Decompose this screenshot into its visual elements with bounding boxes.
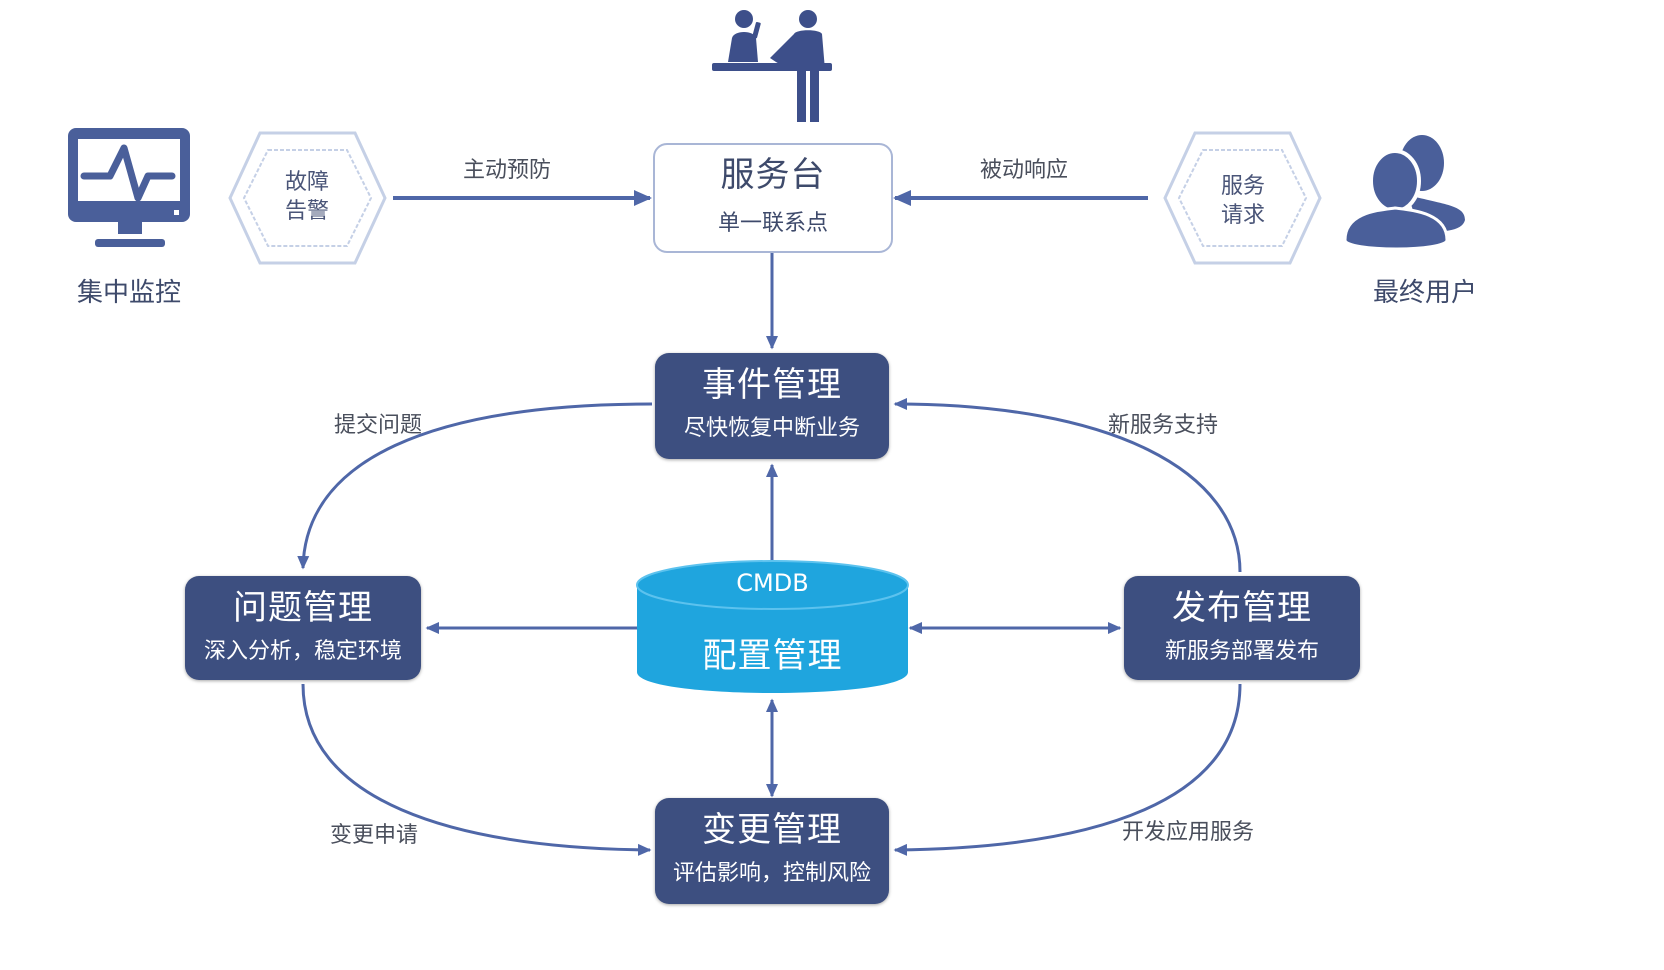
- left-hex-line2: 告警: [284, 199, 329, 224]
- problem-management-node[interactable]: 问题管理 深入分析，稳定环境: [185, 576, 421, 680]
- service-desk-node[interactable]: 服务台 单一联系点: [653, 143, 893, 253]
- curve-release-to-change: [893, 683, 1242, 856]
- service-desk-icon: [712, 10, 832, 122]
- right-hex-text: 服务 请求: [1198, 172, 1288, 230]
- problem-title: 问题管理: [233, 588, 373, 628]
- problem-subtitle: 深入分析，稳定环境: [203, 639, 402, 664]
- right-hex-line2: 请求: [1220, 203, 1265, 228]
- curve-incident-to-problem: [297, 402, 653, 570]
- left-hex-text: 故障 告警: [262, 168, 352, 226]
- release-title: 发布管理: [1172, 588, 1312, 628]
- left-hexagon: [228, 131, 387, 265]
- left-hex-line1: 故障: [284, 170, 329, 195]
- cmdb-title: CMDB: [736, 569, 809, 597]
- end-users-label: 最终用户: [1373, 278, 1478, 308]
- proactive-label: 主动预防: [463, 158, 552, 183]
- service-desk-title: 服务台: [720, 155, 826, 195]
- curve-release-to-incident: [893, 398, 1242, 573]
- incident-title: 事件管理: [702, 365, 842, 405]
- users-icon: [1343, 135, 1465, 251]
- reactive-label: 被动响应: [980, 158, 1069, 183]
- right-hexagon: [1163, 131, 1322, 265]
- edge-label-new-service-support: 新服务支持: [1108, 413, 1219, 438]
- curve-problem-to-change: [301, 683, 652, 856]
- release-management-node[interactable]: 发布管理 新服务部署发布: [1124, 576, 1360, 680]
- cmdb-cylinder: [636, 560, 909, 693]
- cmdb-subtitle: 配置管理: [702, 636, 843, 676]
- right-hex-line1: 服务: [1220, 174, 1265, 199]
- change-title: 变更管理: [702, 810, 842, 850]
- edge-label-change-request: 变更申请: [330, 823, 419, 848]
- release-subtitle: 新服务部署发布: [1164, 639, 1319, 664]
- edge-label-develop-app-service: 开发应用服务: [1122, 820, 1255, 845]
- edge-label-submit-problem: 提交问题: [334, 413, 423, 438]
- service-desk-subtitle: 单一联系点: [717, 211, 828, 236]
- monitor-icon: [68, 128, 190, 247]
- change-management-node[interactable]: 变更管理 评估影响，控制风险: [655, 798, 889, 904]
- incident-management-node[interactable]: 事件管理 尽快恢复中断业务: [655, 353, 889, 459]
- change-subtitle: 评估影响，控制风险: [672, 861, 871, 886]
- monitor-label: 集中监控: [77, 278, 182, 308]
- incident-subtitle: 尽快恢复中断业务: [683, 416, 860, 441]
